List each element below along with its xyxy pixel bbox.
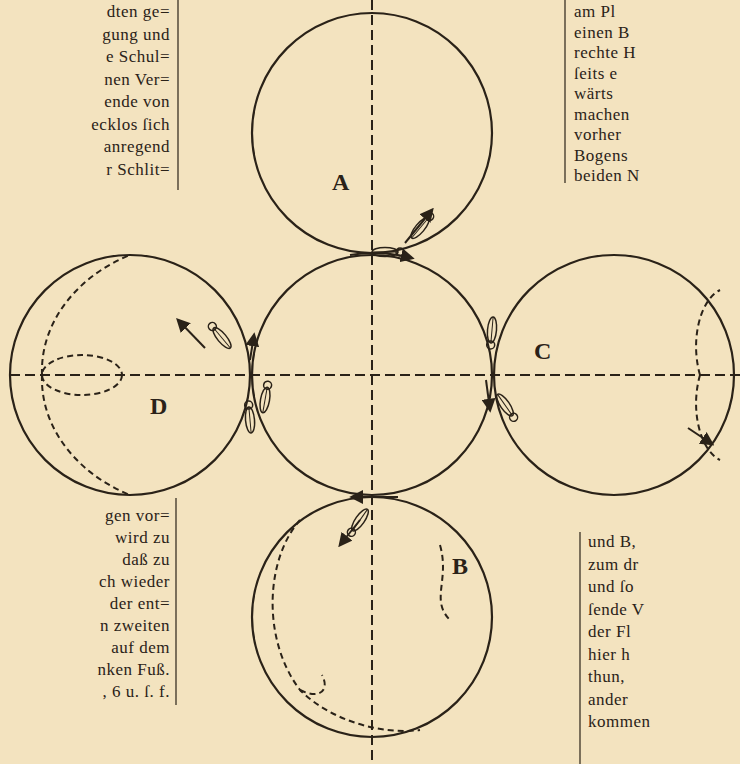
text-fragment: ſende V xyxy=(588,600,645,620)
column-rules xyxy=(176,0,580,764)
text-fragment: einen B xyxy=(574,23,630,43)
text-fragment: beiden N xyxy=(574,166,640,186)
text-fragment: Bogens xyxy=(574,146,628,166)
text-fragment: rechte H xyxy=(574,43,636,63)
text-fragment: daß zu xyxy=(122,550,170,570)
circle-outline xyxy=(250,11,494,255)
circle-letter: D xyxy=(148,393,169,419)
text-fragment: wird zu xyxy=(115,528,170,548)
center-circle xyxy=(252,255,492,495)
dashed-tracings xyxy=(42,255,720,731)
figure-circle: C xyxy=(492,253,736,497)
circle-outline xyxy=(250,495,494,739)
text-fragment: ander xyxy=(588,690,628,710)
text-fragment: kommen xyxy=(588,712,651,732)
figure-circle: D xyxy=(8,253,252,497)
text-fragment: dten ge= xyxy=(107,2,170,22)
skater-figures xyxy=(206,211,519,539)
text-fragment: auf dem xyxy=(111,638,170,658)
text-fragment: , 6 u. ſ. f. xyxy=(103,682,170,702)
text-fragment: machen xyxy=(574,105,630,125)
text-fragment: gung und xyxy=(102,25,170,45)
figure-circle: A xyxy=(250,11,494,255)
text-fragment: der Fl xyxy=(588,622,631,642)
axis-lines xyxy=(10,0,740,760)
text-fragment: und B, xyxy=(588,532,636,552)
text-fragment: n zweiten xyxy=(100,616,170,636)
circle-outline xyxy=(492,253,736,497)
text-fragment: anregend xyxy=(104,137,170,157)
text-fragment: thun, xyxy=(588,667,625,687)
text-fragment: vorher xyxy=(574,125,621,145)
figure-circle: B xyxy=(250,495,494,739)
text-fragment: ch wieder xyxy=(99,572,170,592)
text-fragment: e Schul= xyxy=(106,47,170,67)
text-fragment: und ſo xyxy=(588,577,634,597)
text-fragment: gen vor= xyxy=(105,506,170,526)
circle-letter: C xyxy=(532,338,553,364)
circle-letter: B xyxy=(450,553,470,579)
text-fragment: ecklos ſich xyxy=(91,115,170,135)
text-fragment: nken Fuß. xyxy=(98,660,171,680)
text-fragment: r Schlit= xyxy=(106,160,170,180)
text-fragment: ſeits e xyxy=(574,64,618,84)
text-fragment: am Pl xyxy=(574,2,616,22)
text-fragment: zum dr xyxy=(588,555,639,575)
circle-letter: A xyxy=(330,169,351,195)
text-fragment: wärts xyxy=(574,84,613,104)
text-fragment: der ent= xyxy=(110,594,170,614)
text-fragment: hier h xyxy=(588,645,630,665)
text-fragment: nen Ver= xyxy=(104,70,170,90)
circle-outline xyxy=(8,253,252,497)
text-fragment: ende von xyxy=(104,92,170,112)
